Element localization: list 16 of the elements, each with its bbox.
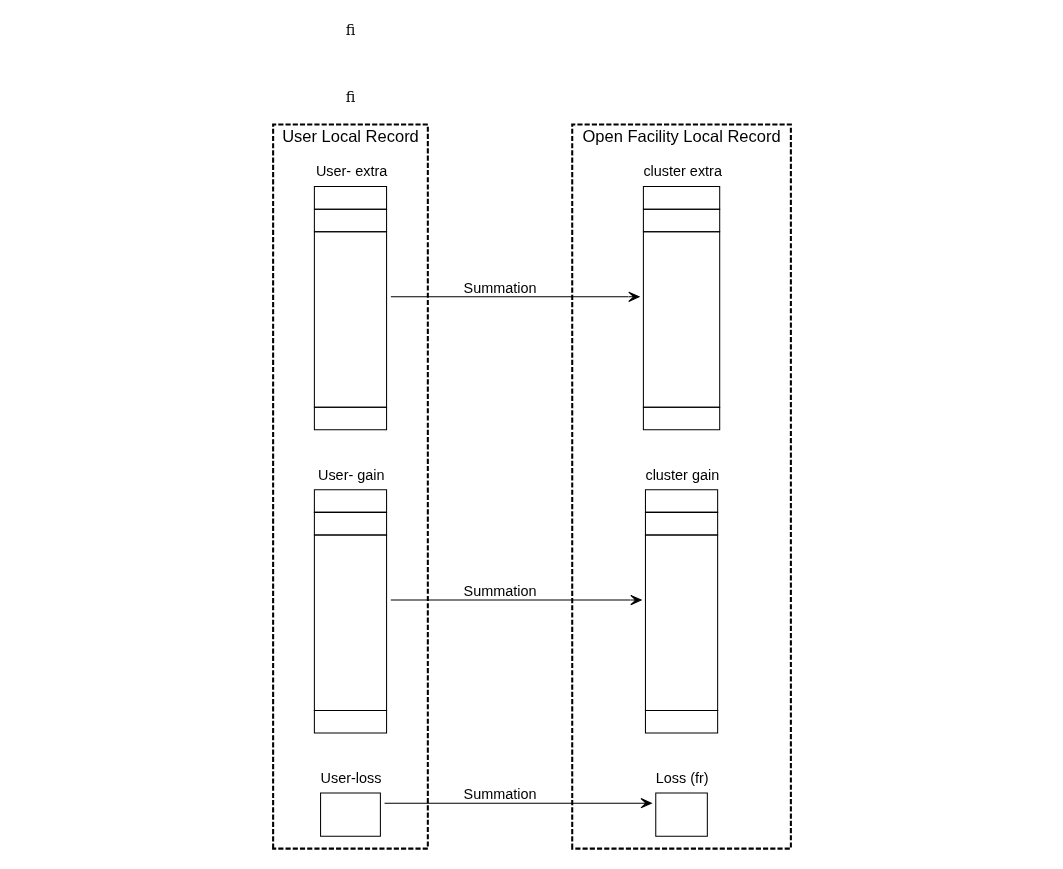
arrow: [389, 291, 640, 302]
node-label: User- extra: [315, 163, 387, 180]
node-label: User-loss: [320, 769, 381, 786]
arrow: [383, 798, 652, 809]
node-box: [319, 792, 381, 837]
node-label: cluster extra: [642, 163, 722, 180]
edge-label: Summation: [463, 786, 536, 803]
edge-label: Summation: [463, 279, 536, 296]
node-label: Loss (fr): [655, 769, 709, 786]
edge-label: Summation: [463, 583, 536, 600]
label: fi: [345, 88, 355, 105]
node-label: cluster gain: [644, 466, 719, 483]
label: fi: [345, 21, 355, 38]
node-label: User- gain: [317, 466, 385, 483]
node-box: [654, 792, 708, 837]
arrow: [389, 594, 642, 606]
